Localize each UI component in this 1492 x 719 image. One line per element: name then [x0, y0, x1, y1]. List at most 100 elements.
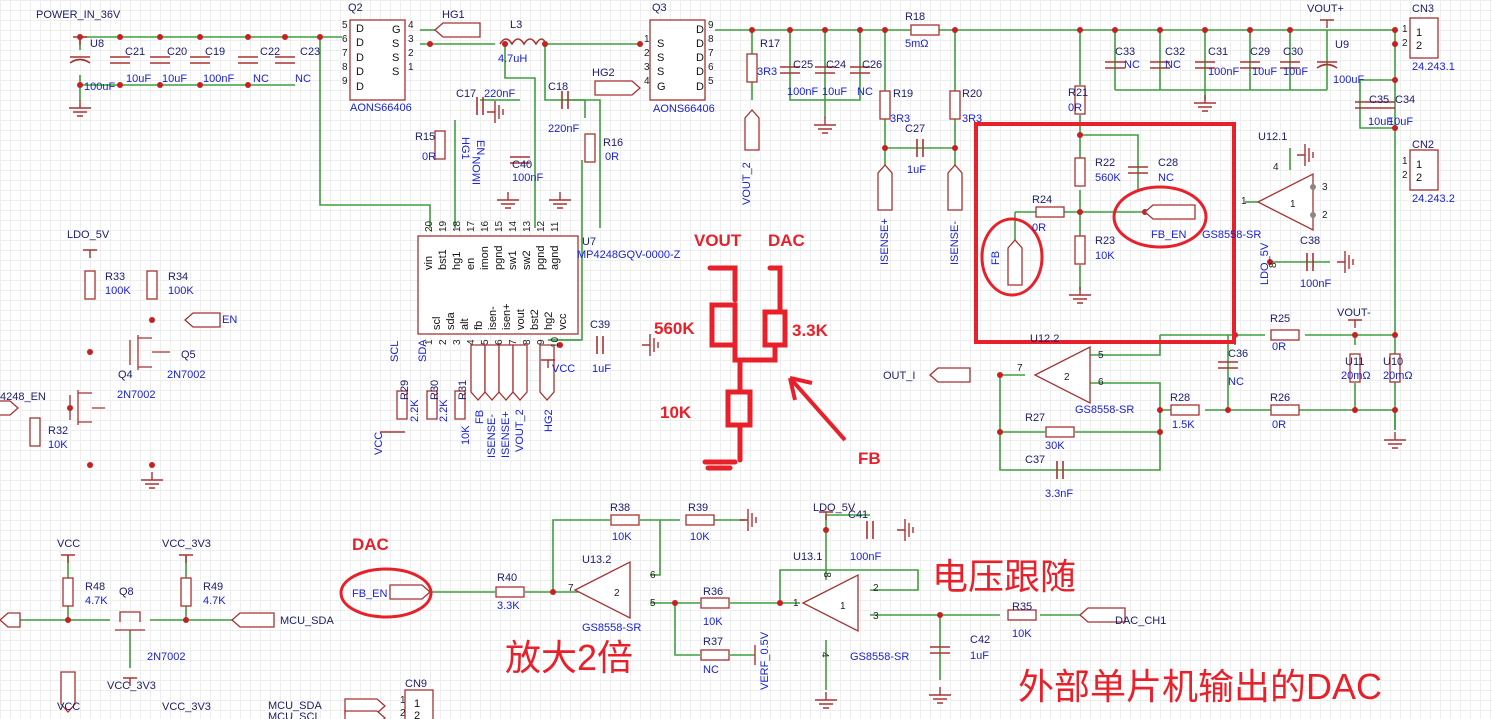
label-c26: C26 — [862, 59, 882, 71]
label-u131-p2: 2 — [873, 583, 879, 594]
resistor — [1074, 157, 1086, 187]
label-c38-val: 100nF — [1300, 278, 1331, 290]
label-r49-val: 4.7K — [203, 595, 226, 607]
junction-dot — [245, 82, 251, 88]
label-u7-t15: 15 — [494, 220, 505, 232]
junction-dot — [65, 617, 71, 623]
annotations — [339, 122, 1236, 619]
net-port — [929, 367, 971, 383]
label-u7-vcc: vcc — [557, 313, 569, 330]
label-q2-p3: 3 — [408, 34, 414, 45]
junction-dot — [937, 612, 943, 618]
highlight-circle — [339, 567, 433, 619]
label-u7-fb: fb — [473, 321, 485, 330]
label-vcc3v3-q8: VCC_3V3 — [107, 680, 156, 692]
label-l3: L3 — [510, 19, 522, 31]
label-u7-t11: 11 — [550, 221, 561, 232]
label-r23: R23 — [1095, 235, 1115, 247]
label-r29-val: 2.2K — [409, 399, 421, 422]
junction-dot — [1392, 407, 1398, 413]
label-r49: R49 — [203, 581, 223, 593]
label-q2: Q2 — [348, 2, 363, 14]
junction-dot — [997, 372, 1003, 378]
label-c40: C40 — [512, 159, 532, 171]
label-u7-sw2: sw2 — [521, 250, 533, 270]
label-q2-s3: S — [392, 38, 399, 50]
label-u7-sda: sda — [445, 311, 457, 330]
capacitor — [815, 66, 835, 74]
components — [0, 17, 1439, 719]
label-isensem-port: ISENSE- — [486, 414, 498, 458]
junction-dot — [77, 82, 83, 88]
label-u11: U11 — [1345, 356, 1364, 368]
net-port — [484, 344, 500, 401]
label-r34-val: 100K — [168, 285, 194, 297]
label-r21: R21 — [1068, 87, 1088, 99]
capacitor — [1355, 101, 1375, 109]
resistor — [434, 130, 446, 160]
label-c36: C36 — [1228, 348, 1248, 360]
capacitor — [190, 56, 210, 64]
label-c17-val: 220nF — [484, 88, 515, 100]
label-u131-p8: 8 — [821, 572, 832, 578]
label-cn3-p1: 1 — [1402, 24, 1408, 35]
label-r33-val: 100K — [105, 285, 131, 297]
capacitor — [561, 91, 569, 109]
label-r20-val: 3R3 — [962, 113, 982, 125]
label-q3-d9: D — [696, 24, 704, 36]
label-cn-follower: 电压跟随 — [932, 556, 1076, 597]
label-c41-val: 100nF — [850, 551, 881, 563]
label-fb-port2: FB — [990, 251, 1002, 265]
label-c37-val: 3.3nF — [1045, 488, 1073, 500]
ground-icon — [1297, 144, 1314, 166]
junction-dot — [823, 527, 829, 533]
label-u7-t14: 14 — [508, 220, 519, 232]
label-r35-val: 10K — [1012, 628, 1032, 640]
junction-dot — [1157, 27, 1163, 33]
label-c31: C31 — [1208, 46, 1228, 58]
labels: POWER_IN_36VU8100uFC2110uFC2010uFC19100n… — [0, 2, 1455, 719]
junction-dot — [822, 27, 828, 33]
net-port — [60, 671, 76, 713]
power-flag — [73, 36, 87, 45]
junction-dot — [197, 82, 203, 88]
label-q5-part: 2N7002 — [167, 369, 206, 381]
label-c20: C20 — [167, 46, 187, 58]
power-flag — [123, 677, 137, 686]
label-r40: R40 — [497, 572, 517, 584]
capacitor — [1056, 461, 1064, 479]
resistor — [396, 390, 408, 420]
capacitor — [1195, 61, 1215, 69]
wire — [1080, 134, 1139, 190]
label-cn3-part: 24.243.1 — [1412, 61, 1455, 73]
net-port — [1079, 607, 1126, 623]
label-ann-10k: 10K — [660, 403, 692, 422]
label-c19-val: 100nF — [203, 73, 234, 85]
label-r37-val: NC — [703, 664, 719, 676]
wire — [779, 569, 919, 603]
label-u7-bst2: bst2 — [529, 309, 541, 330]
net-port — [434, 22, 481, 38]
label-q3-part: AONS66406 — [653, 103, 715, 115]
label-c37: C37 — [1025, 454, 1045, 466]
label-en4248-port: 4248_EN — [0, 391, 46, 403]
label-r30: R30 — [429, 380, 441, 400]
label-c27: C27 — [905, 123, 925, 135]
label-q4: Q4 — [118, 369, 133, 381]
label-c31-val: 100nF — [1208, 66, 1239, 78]
label-cn9-scl: MCU_SCL — [268, 711, 321, 719]
label-u121-p4: 4 — [1273, 162, 1279, 173]
label-mcu-sda: MCU_SDA — [280, 615, 334, 627]
junction-dot — [637, 41, 643, 47]
resistor — [610, 514, 640, 526]
ground-icon — [487, 101, 504, 123]
label-u7-b8: 8 — [522, 339, 533, 345]
label-u122-p6: 6 — [1098, 377, 1104, 388]
ground-icon — [642, 334, 659, 356]
label-cn3-i2: 2 — [1416, 40, 1422, 52]
net-port — [512, 344, 528, 401]
label-q2-g: G — [392, 24, 401, 36]
label-cn2-i1: 1 — [1416, 159, 1422, 171]
label-ldo5v-v: LDO_5V — [1259, 242, 1271, 285]
power-flag — [179, 554, 193, 563]
